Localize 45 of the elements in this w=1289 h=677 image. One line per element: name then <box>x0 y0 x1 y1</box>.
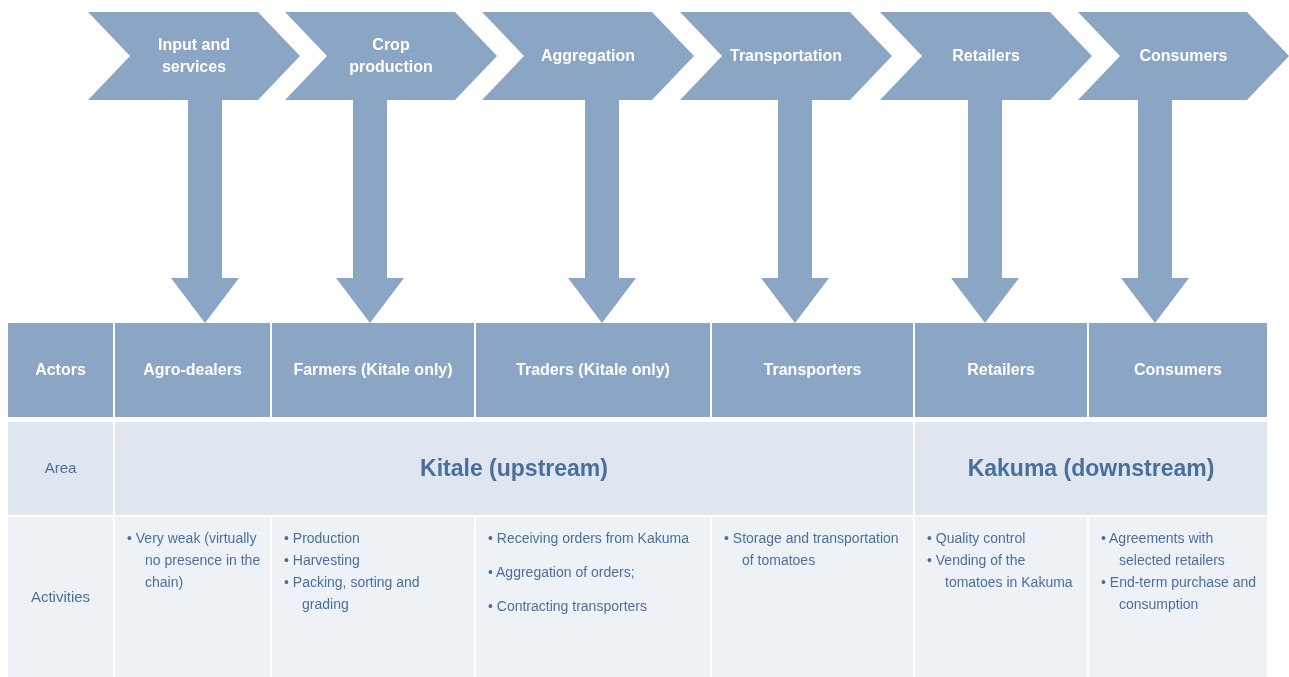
activity-item: • Very weak (virtually no presence in the chain) <box>127 529 262 592</box>
step-label: Crop production <box>348 35 434 77</box>
header-cell <box>476 323 710 417</box>
down-arrow <box>951 100 1019 323</box>
activity-item: • Harvesting <box>284 551 361 570</box>
column-header: Consumers <box>1134 360 1222 380</box>
step-label: Aggregation <box>540 46 636 66</box>
header-cell <box>1089 323 1267 417</box>
area-name: Kakuma (downstream) <box>967 454 1215 484</box>
column-header: Retailers <box>967 360 1035 380</box>
area-cell <box>915 422 1267 515</box>
step-label: Retailers <box>952 46 1020 66</box>
activity-item: • Agreements with selected retailers <box>1101 529 1226 570</box>
area-name: Kitale (upstream) <box>420 454 608 484</box>
down-arrow <box>171 100 239 323</box>
column-header: Agro-dealers <box>143 360 242 380</box>
area-cell <box>115 422 913 515</box>
header-cell <box>115 323 270 417</box>
column-header: Actors <box>35 360 86 380</box>
activity-item: • Production <box>284 529 361 548</box>
activity-item: • Storage and transportation of tomatoes <box>724 529 900 570</box>
down-arrow <box>761 100 829 323</box>
activity-item: • Aggregation of orders; <box>488 563 636 582</box>
header-cell <box>915 323 1087 417</box>
column-header: Transporters <box>763 360 862 380</box>
activity-item: • End-term purchase and consumption <box>1101 573 1258 614</box>
row-label-cell <box>8 422 113 515</box>
activity-item: • Contracting transporters <box>488 597 648 616</box>
activity-item: • Receiving orders from Kakuma <box>488 529 690 548</box>
activity-item: • Quality control <box>927 529 1027 548</box>
header-cell <box>712 323 913 417</box>
down-arrow <box>568 100 636 323</box>
header-cell <box>272 323 474 417</box>
column-header: Farmers (Kitale only) <box>293 360 453 380</box>
step-label: Transportation <box>730 46 842 66</box>
header-cell <box>8 323 113 417</box>
row-label: Activities <box>30 586 91 607</box>
row-label: Area <box>44 458 77 479</box>
step-label: Consumers <box>1139 46 1228 66</box>
column-header: Traders (Kitale only) <box>516 360 670 380</box>
down-arrow <box>336 100 404 323</box>
activity-item: • Packing, sorting and grading <box>284 573 421 614</box>
step-label: Input and services <box>157 35 231 77</box>
down-arrow <box>1121 100 1189 323</box>
activity-item: • Vending of the tomatoes in Kakuma <box>927 551 1074 592</box>
